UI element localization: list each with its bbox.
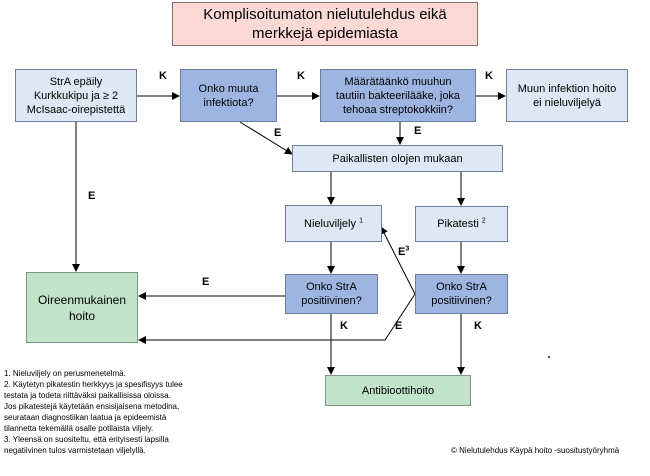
footnote-line: tilannetta tekemällä osalle potilaista v…: [4, 424, 154, 433]
footnote-ref: 1: [359, 216, 363, 224]
arrow-positive-right-to-culture: [380, 226, 416, 295]
title-line-2: merkkejä epidemiasta: [252, 25, 398, 42]
edge-label-e1: E: [274, 127, 282, 139]
arrow-positive-right-to-symptomatic: [138, 293, 416, 344]
node-text-line: positiivinen?: [431, 295, 492, 307]
edge-label-k5: K: [474, 320, 482, 332]
node-text-line: hoito: [68, 308, 96, 323]
node-text: Paikallisten olojen mukaan: [332, 152, 463, 165]
node-text-line: Onko muuta: [198, 82, 259, 95]
node-other-infection: Onko muuta infektiota?: [180, 69, 277, 122]
decorative-dot: [548, 356, 550, 358]
node-text-line: ei nieluviljelyä: [533, 96, 601, 109]
node-symptomatic: Oireenmukainen hoito: [26, 272, 138, 343]
footnote-line: negatiivinen tulos varmistetaan viljelyl…: [4, 446, 146, 455]
arrow-other-to-local: [239, 121, 293, 155]
edge-label-k3: K: [485, 70, 493, 82]
edge-label-k4: K: [340, 320, 348, 332]
node-other-treatment: Muun infektion hoito ei nieluviljelyä: [506, 69, 628, 122]
edge-label-text: E: [398, 246, 406, 258]
edge-label-e4: E: [202, 276, 210, 288]
node-text-line: StrA epäily: [49, 75, 103, 88]
footnotes: 1. Nieluviljely on perusmenetelmä. 2. Kä…: [4, 368, 254, 456]
edge-label-e6: E: [395, 320, 403, 332]
node-text-line: Oireenmukainen: [37, 292, 127, 307]
edge-label-e3: E: [88, 190, 96, 202]
node-text-line: positiivinen?: [301, 295, 362, 307]
node-text: Nieluviljely 1: [304, 217, 363, 231]
edge-label-e5: E3: [398, 245, 410, 258]
node-text-line: tautiin bakteerilääke, joka: [335, 89, 461, 102]
node-stra-positive-right: Onko StrA positiivinen?: [415, 274, 508, 314]
title-box: Komplisoitumaton nielutulehdus eikä merk…: [172, 2, 478, 46]
copyright: © Nielutulehdus Käypä hoito -suositustyö…: [451, 446, 620, 455]
edge-label-k2: K: [297, 70, 305, 82]
node-stra-suspicion: StrA epäily Kurkkukipu ja ≥ 2 McIsaac-oi…: [15, 69, 137, 122]
node-text: Antibioottihoito: [361, 384, 435, 397]
edge-label-k1: K: [159, 70, 167, 82]
node-text-line: McIsaac-oirepistettä: [26, 103, 126, 116]
culture-label: Nieluviljely: [304, 217, 356, 230]
footnote-line: 1. Nieluviljely on perusmenetelmä.: [4, 369, 126, 378]
footnote-line: 2. Käytetyn pikatestin herkkyys ja spesi…: [4, 380, 183, 389]
node-text-line: infektiota?: [203, 96, 254, 109]
node-text-line: Onko StrA: [436, 281, 487, 293]
node-rapid-test: Pikatesti 2: [415, 206, 508, 242]
footnote-ref: 3: [405, 245, 410, 253]
node-local-conditions: Paikallisten olojen mukaan: [292, 145, 503, 172]
footnote-line: testata ja todeta riittäväksi paikallisi…: [4, 391, 171, 400]
node-text-line: Määrätäänkö muuhun: [344, 75, 452, 88]
footnote-line: seurataan diagnostiikan laatua ja epidee…: [4, 413, 167, 422]
node-text: Pikatesti 2: [437, 217, 486, 231]
node-culture: Nieluviljely 1: [285, 205, 382, 242]
node-text-line: tehoaa streptokokkiin?: [342, 103, 454, 116]
footnote-ref: 2: [481, 217, 486, 225]
node-prescribed: Määrätäänkö muuhun tautiin bakteerilääke…: [320, 69, 476, 122]
edge-label-e2: E: [414, 125, 422, 137]
node-text-line: Onko StrA: [306, 281, 357, 293]
node-text-line: Kurkkukipu ja ≥ 2: [33, 89, 119, 102]
node-antibiotic: Antibioottihoito: [325, 375, 471, 406]
rapid-test-label: Pikatesti: [437, 218, 479, 230]
title-line-1: Komplisoitumaton nielutulehdus eikä: [203, 6, 447, 23]
footnote-line: 3. Yleensä on suositeltu, että erityises…: [4, 435, 169, 444]
node-stra-positive-left: Onko StrA positiivinen?: [285, 274, 378, 314]
node-text-line: Muun infektion hoito: [517, 82, 617, 95]
footnote-line: Jos pikatestejä käytetään ensisijaisena …: [4, 402, 180, 411]
